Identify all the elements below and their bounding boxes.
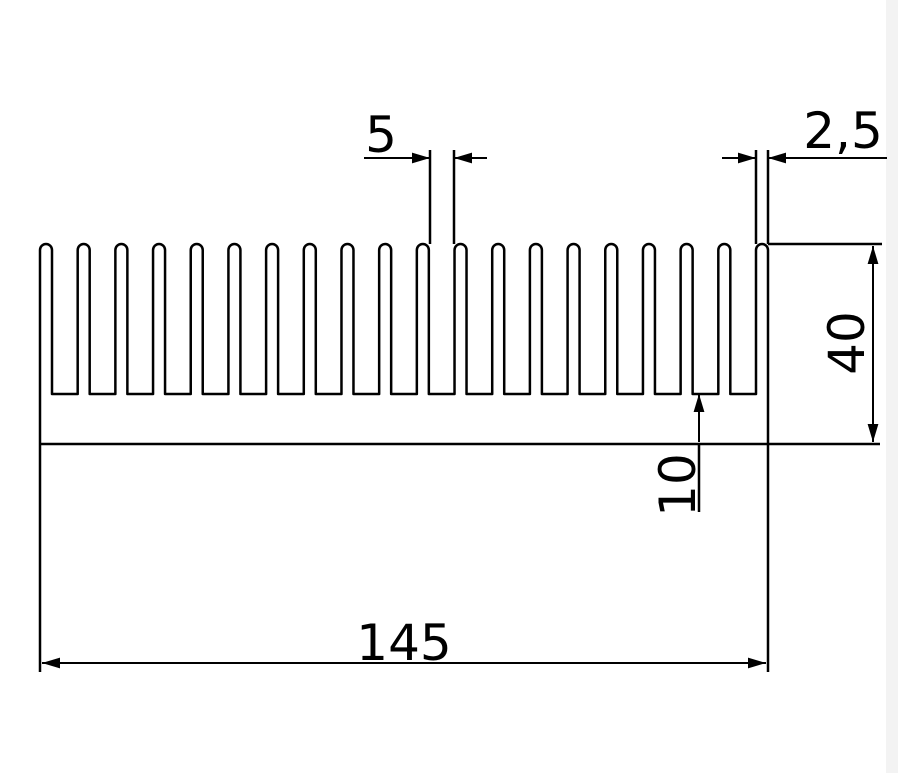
total-width-label: 145 xyxy=(356,614,451,672)
fin-9 xyxy=(341,244,353,394)
fin-19 xyxy=(718,244,730,394)
fin-4 xyxy=(153,244,165,394)
fin-3 xyxy=(115,244,127,394)
fin-5 xyxy=(191,244,203,394)
fin-height-dimension: 40 xyxy=(768,242,882,442)
fins-group xyxy=(40,244,768,394)
fin-20 xyxy=(756,244,768,394)
base-thickness-label: 10 xyxy=(649,453,707,517)
heatsink-profile-outline xyxy=(38,242,770,444)
fin-13 xyxy=(492,244,504,394)
total-width-dimension: 145 xyxy=(38,444,770,672)
fin-10 xyxy=(379,244,391,394)
fin-18 xyxy=(681,244,693,394)
fin-14 xyxy=(530,244,542,394)
fin-thickness-dimension: 2,5 xyxy=(722,102,887,244)
fin-8 xyxy=(304,244,316,394)
fin-16 xyxy=(605,244,617,394)
fin-pitch-dimension: 5 xyxy=(364,106,487,244)
fin-12 xyxy=(455,244,467,394)
fin-2 xyxy=(78,244,90,394)
page-edge-strip xyxy=(886,0,898,773)
fin-height-label: 40 xyxy=(818,311,876,375)
fin-pitch-label: 5 xyxy=(365,106,397,164)
fin-1 xyxy=(40,244,52,394)
base-thickness-dimension: 10 xyxy=(649,394,707,517)
fin-11 xyxy=(417,244,429,394)
fin-7 xyxy=(266,244,278,394)
fin-thickness-label: 2,5 xyxy=(803,102,883,160)
fin-6 xyxy=(228,244,240,394)
fin-17 xyxy=(643,244,655,394)
fin-15 xyxy=(568,244,580,394)
